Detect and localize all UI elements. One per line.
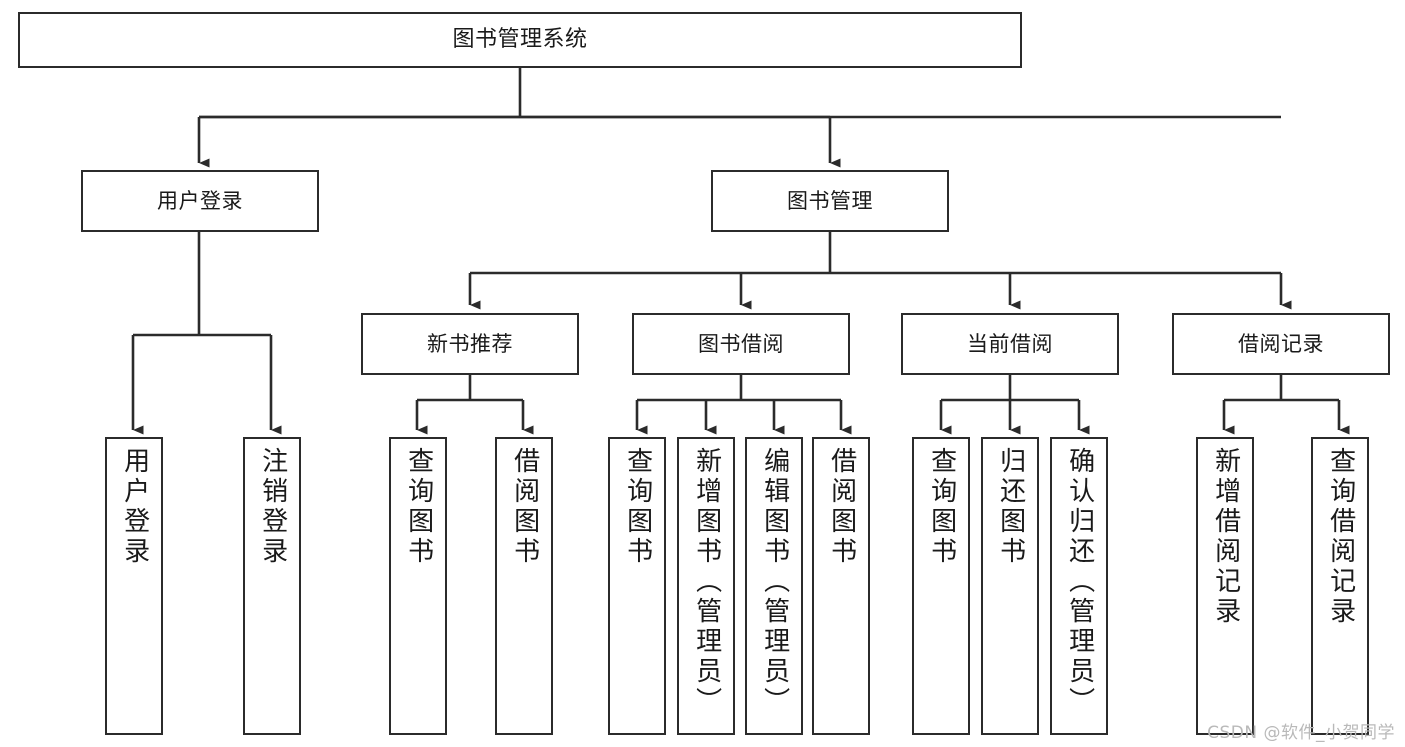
leaf-borrow-add-book-admin[interactable]: 新增图书（管理员） (677, 437, 735, 735)
leaf-recommend-borrow-book[interactable]: 借阅图书 (495, 437, 553, 735)
node-label: 注销登录 (257, 447, 288, 567)
node-current-borrow[interactable]: 当前借阅 (901, 313, 1119, 375)
leaf-current-confirm-return-admin[interactable]: 确认归还（管理员） (1050, 437, 1108, 735)
node-label: 当前借阅 (967, 331, 1053, 356)
node-label: 确认归还（管理员） (1064, 447, 1095, 717)
leaf-current-query-book[interactable]: 查询图书 (912, 437, 970, 735)
node-label: 查询图书 (403, 447, 434, 567)
node-label: 归还图书 (995, 447, 1026, 567)
node-label: 新书推荐 (427, 331, 513, 356)
node-borrow-record[interactable]: 借阅记录 (1172, 313, 1390, 375)
leaf-record-query-borrow-record[interactable]: 查询借阅记录 (1311, 437, 1369, 735)
node-label: 借阅图书 (826, 447, 857, 567)
watermark: CSDN @软件_小贺同学 (1207, 723, 1395, 743)
leaf-user-logout[interactable]: 注销登录 (243, 437, 301, 735)
leaf-recommend-query-book[interactable]: 查询图书 (389, 437, 447, 735)
node-label: 借阅图书 (509, 447, 540, 567)
node-label: 图书管理系统 (452, 27, 588, 53)
node-label: 借阅记录 (1238, 331, 1324, 356)
node-label: 新增图书（管理员） (691, 447, 722, 717)
node-label: 用户登录 (157, 188, 243, 213)
leaf-current-return-book[interactable]: 归还图书 (981, 437, 1039, 735)
node-root-book-management-system[interactable]: 图书管理系统 (18, 12, 1022, 68)
node-label: 查询借阅记录 (1325, 447, 1356, 627)
node-user-login[interactable]: 用户登录 (81, 170, 319, 232)
leaf-borrow-edit-book-admin[interactable]: 编辑图书（管理员） (745, 437, 803, 735)
node-label: 新增借阅记录 (1210, 447, 1241, 627)
leaf-user-login[interactable]: 用户登录 (105, 437, 163, 735)
node-label: 编辑图书（管理员） (759, 447, 790, 717)
node-label: 查询图书 (926, 447, 957, 567)
node-book-management[interactable]: 图书管理 (711, 170, 949, 232)
leaf-record-add-borrow-record[interactable]: 新增借阅记录 (1196, 437, 1254, 735)
node-label: 用户登录 (119, 447, 150, 567)
node-book-borrow[interactable]: 图书借阅 (632, 313, 850, 375)
node-new-book-recommendation[interactable]: 新书推荐 (361, 313, 579, 375)
leaf-borrow-lend-book[interactable]: 借阅图书 (812, 437, 870, 735)
leaf-borrow-query-book[interactable]: 查询图书 (608, 437, 666, 735)
node-label: 图书管理 (787, 188, 873, 213)
node-label: 图书借阅 (698, 331, 784, 356)
node-label: 查询图书 (622, 447, 653, 567)
